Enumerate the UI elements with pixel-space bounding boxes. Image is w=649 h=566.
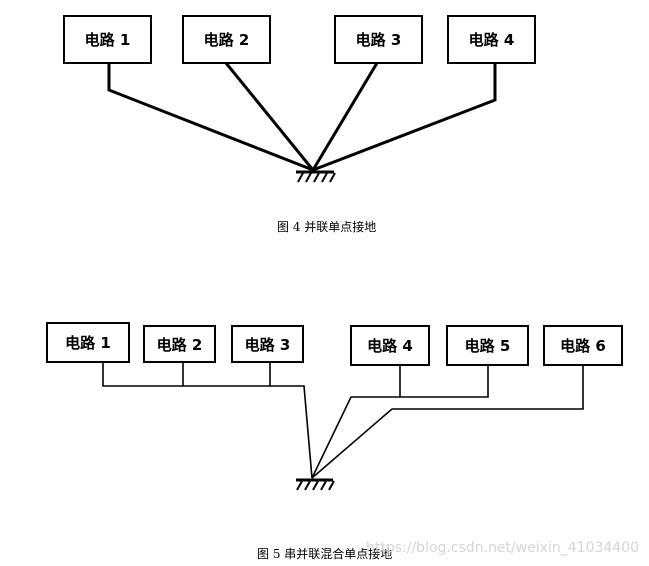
fig4-circuit-4-box: 电路 4 xyxy=(447,15,536,64)
fig5-wire-circuit-6 xyxy=(311,366,584,479)
fig4-wire-circuit-3 xyxy=(311,62,379,171)
fig5-circuit-3-label: 电路 3 xyxy=(244,335,291,354)
fig5-wires xyxy=(102,362,584,479)
fig5-circuit-4-box: 电路 4 xyxy=(350,325,430,366)
fig5-circuit-3-box: 电路 3 xyxy=(231,325,304,363)
fig5-bus-circuits-4-5 xyxy=(399,366,489,398)
fig4-circuit-1-label: 电路 1 xyxy=(84,31,131,49)
fig4-wire-circuit-4 xyxy=(312,63,497,172)
fig4-wire-circuit-1 xyxy=(107,63,314,172)
fig4-circuit-2-label: 电路 2 xyxy=(203,31,250,49)
fig5-circuit-6-label: 电路 6 xyxy=(560,337,606,355)
fig4-circuit-1-box: 电路 1 xyxy=(63,15,152,64)
fig4-wires xyxy=(107,62,497,172)
fig4-circuit-2-box: 电路 2 xyxy=(182,15,271,64)
fig4-wire-circuit-2 xyxy=(224,62,315,171)
fig5-series-bus xyxy=(102,362,313,479)
watermark-text: https://blog.csdn.net/weixin_41034400 xyxy=(366,540,640,556)
fig4-circuit-3-box: 电路 3 xyxy=(334,15,423,64)
fig5-circuit-2-label: 电路 2 xyxy=(156,335,203,354)
fig5-circuit-6-box: 电路 6 xyxy=(543,325,623,366)
fig5-circuit-2-box: 电路 2 xyxy=(143,325,216,363)
fig5-circuit-1-box: 电路 1 xyxy=(46,322,130,363)
fig5-circuit-5-label: 电路 5 xyxy=(464,337,511,355)
fig5-circuit-1-label: 电路 1 xyxy=(65,334,111,352)
fig5-ground-icon xyxy=(296,478,335,491)
fig5-caption: 图 5 串并联混合单点接地 xyxy=(257,547,393,561)
fig4-circuit-3-label: 电路 3 xyxy=(355,31,402,49)
fig5-wire-circuits-4-5 xyxy=(311,396,400,479)
fig4-caption: 图 4 并联单点接地 xyxy=(277,220,377,234)
fig4-circuit-4-label: 电路 4 xyxy=(468,31,515,49)
fig5-circuit-4-label: 电路 4 xyxy=(367,337,413,355)
fig4-ground-icon xyxy=(296,170,336,183)
fig5-circuit-5-box: 电路 5 xyxy=(446,325,529,366)
